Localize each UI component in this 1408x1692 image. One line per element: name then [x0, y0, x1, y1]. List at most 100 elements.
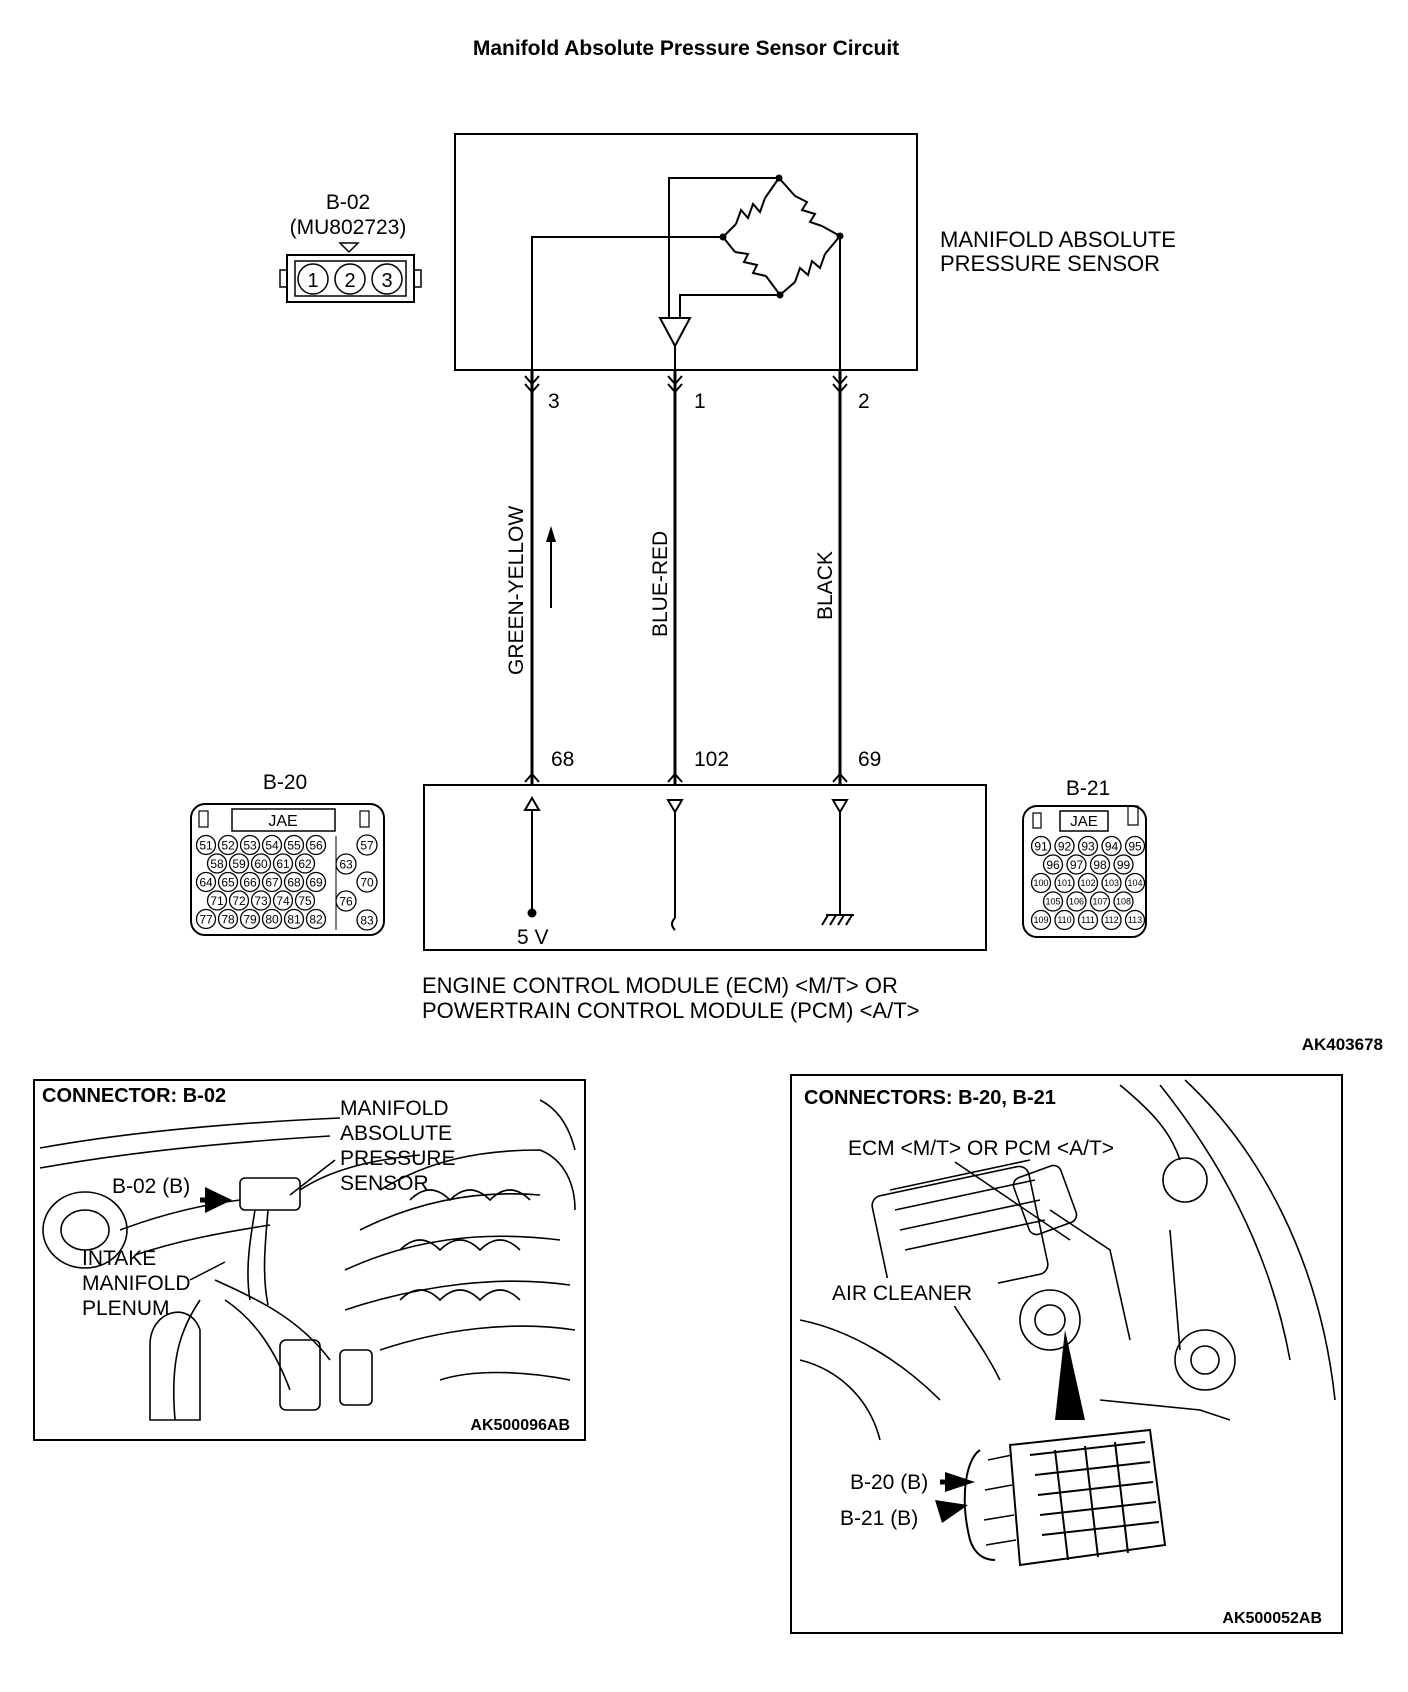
b20-pin-circle — [195, 834, 217, 856]
b20-pin-number: 53 — [243, 838, 257, 852]
plenum-label: INTAKE — [82, 1247, 156, 1270]
ecm-internal-circuits — [523, 796, 854, 931]
b20-pin-number: 61 — [276, 857, 290, 871]
b20-pin-circle — [283, 834, 305, 856]
b20-pin-circle — [261, 908, 283, 930]
b21-pin-circle — [1030, 835, 1052, 857]
b20-pin-number: 71 — [210, 894, 224, 908]
figure-code: AK403678 — [1302, 1035, 1383, 1054]
b20-pin-number: 67 — [265, 875, 279, 889]
panel-left-code: AK500096AB — [470, 1417, 570, 1434]
panel-left-heading: CONNECTOR: B-02 — [42, 1085, 226, 1107]
b21-pin-circle — [1113, 891, 1134, 912]
b21-pin-circle — [1030, 872, 1052, 894]
b20-location-label: B-20 (B) — [850, 1471, 928, 1494]
b20-pin-number: 82 — [309, 912, 323, 926]
ecm-supply-voltage: 5 V — [517, 926, 549, 949]
b20-pin-circle — [356, 834, 378, 856]
b20-pin-number: 70 — [360, 875, 374, 889]
b02-pin: 2 — [344, 270, 355, 292]
b21-pin-number: 100 — [1033, 878, 1048, 888]
b21-pin-number: 102 — [1080, 878, 1095, 888]
b20-pin-number: 75 — [298, 894, 312, 908]
page-title: Manifold Absolute Pressure Sensor Circui… — [473, 37, 899, 60]
b02-pin: 3 — [381, 270, 392, 292]
b20-pin-circle — [294, 853, 316, 874]
connector-b02-location-panel: CONNECTOR: B-02 MANIFOLD ABSOLUTE PRESSU… — [33, 1079, 586, 1441]
b21-pin-number: 113 — [1128, 915, 1142, 925]
signal-direction-arrow — [546, 526, 556, 608]
b20-pin-circle — [305, 908, 327, 930]
panel-left-callout: ABSOLUTE — [340, 1122, 452, 1145]
b21-pin-number: 109 — [1033, 915, 1048, 925]
b21-pin-circle — [1054, 835, 1075, 857]
b02-key-marker — [338, 242, 360, 254]
ecm-unit-sketch — [963, 1428, 1167, 1567]
b20-pin-number: 58 — [210, 857, 224, 871]
b21-pin-number: 98 — [1093, 858, 1107, 872]
b20-pin-number: 77 — [199, 912, 213, 926]
module-location-label: ECM <M/T> OR PCM <A/T> — [848, 1137, 1114, 1160]
ecm-label-line1: ENGINE CONTROL MODULE (ECM) <M/T> OR — [422, 973, 898, 998]
b20-pin-number: 79 — [243, 912, 257, 926]
b20-pin-circle — [195, 908, 217, 930]
b21-name: B-21 — [1066, 777, 1110, 800]
b20-pin-number: 62 — [298, 857, 312, 871]
b20-pin-circle — [195, 871, 217, 893]
b20-pin-circle — [356, 909, 378, 931]
b21-pin-number: 95 — [1128, 839, 1142, 853]
b20-pin-circle — [283, 908, 305, 930]
b21-pin-circle — [1042, 891, 1064, 912]
bridge-wires — [531, 177, 841, 370]
b20-pin-number: 76 — [339, 894, 353, 908]
b20-pin-circle — [272, 853, 294, 874]
b20-arrow — [945, 1472, 975, 1492]
b02-name: B-02 — [326, 191, 370, 214]
b21-pin-circle — [1066, 854, 1087, 875]
b21-pin-number: 106 — [1069, 897, 1084, 907]
b20-pin-number: 74 — [276, 894, 290, 908]
sensor-leader-line — [289, 1159, 336, 1196]
b21-pin-number: 108 — [1116, 897, 1131, 907]
b20-pin-circle — [305, 834, 327, 856]
b21-pin-number: 92 — [1058, 839, 1072, 853]
b20-pin-number: 56 — [309, 838, 323, 852]
b21-pin-circle — [1077, 835, 1099, 857]
b20-pin-number: 65 — [221, 875, 235, 889]
b20-pin-number: 68 — [287, 875, 301, 889]
b20-pin-number: 55 — [287, 838, 301, 852]
b20-pin-circle — [239, 834, 261, 856]
terminal-marks — [524, 375, 848, 783]
air-cleaner-label: AIR CLEANER — [832, 1282, 972, 1305]
b02-pin: 1 — [307, 270, 318, 292]
b02-connector: 1 2 3 — [279, 254, 422, 303]
b21-pin-number: 101 — [1057, 878, 1072, 888]
b20-pin-circle — [250, 890, 272, 911]
b21-pin-circle — [1077, 872, 1099, 894]
b20-pin-circle — [283, 871, 305, 893]
b20-pin-number: 80 — [265, 912, 279, 926]
bridge-nodes — [719, 174, 844, 299]
b20-pin-circle — [206, 890, 228, 911]
b20-pin-circle — [206, 853, 228, 874]
b02-location-label: B-02 (B) — [112, 1175, 190, 1198]
b20-pin-number: 57 — [360, 838, 374, 852]
b20-pin-circle — [250, 853, 272, 874]
b21-pin-circle — [1054, 872, 1075, 894]
b20-pin-circle — [261, 871, 283, 893]
ecm-pin-label: 102 — [694, 748, 729, 771]
b21-pin-circle — [1124, 872, 1146, 894]
b20-pin-number: 54 — [265, 838, 279, 852]
b20-pin-number: 73 — [254, 894, 268, 908]
b21-pin-circle — [1101, 835, 1122, 857]
b21-pin-circle — [1042, 854, 1064, 875]
b21-pin-number: 104 — [1127, 878, 1142, 888]
panel-right-heading: CONNECTORS: B-20, B-21 — [804, 1087, 1056, 1109]
b20-pin-circle — [239, 871, 261, 893]
b21-maker: JAE — [1070, 813, 1098, 830]
b20-pin-circle — [272, 890, 294, 911]
b20-pin-circle — [305, 871, 327, 893]
b20-pin-number: 60 — [254, 857, 268, 871]
